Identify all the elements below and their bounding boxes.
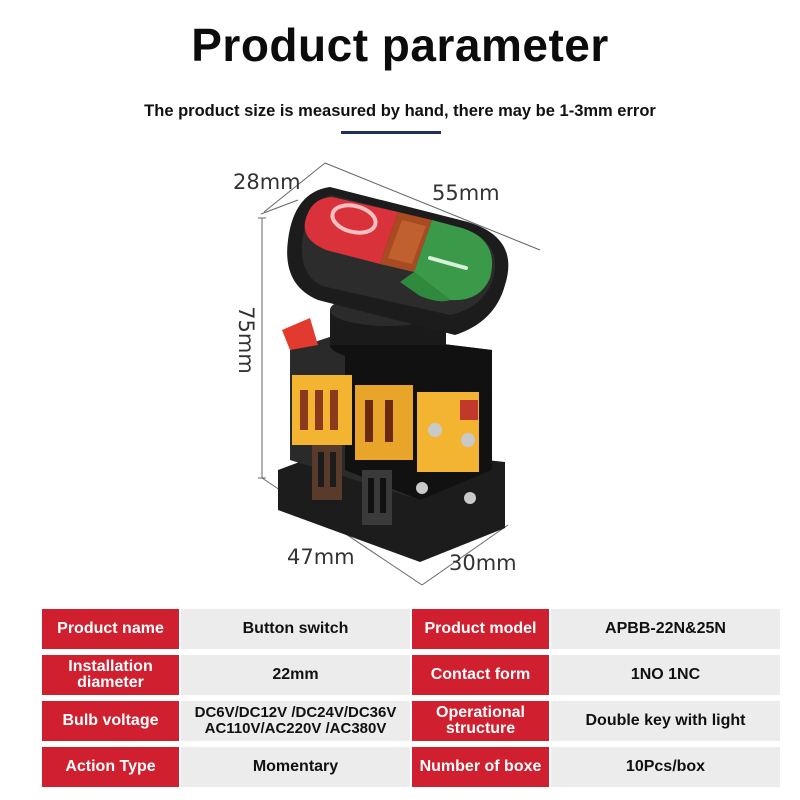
param-label: Action Type (42, 747, 179, 787)
param-label: Operational structure (412, 701, 549, 741)
dimension-base-depth: 30mm (449, 551, 517, 575)
param-value: 1NO 1NC (551, 655, 780, 695)
title-underline (341, 131, 441, 134)
dimension-depth-top: 28mm (233, 170, 301, 194)
param-label: Number of boxe (412, 747, 549, 787)
dimension-height: 75mm (233, 306, 258, 374)
dimension-base-width: 47mm (287, 545, 355, 569)
parameter-table: Product name Button switch Product model… (40, 603, 782, 793)
size-disclaimer: The product size is measured by hand, th… (144, 102, 656, 120)
dimension-width-top: 55mm (432, 181, 500, 205)
table-row: Installation diameter 22mm Contact form … (42, 655, 780, 695)
table-row: Product name Button switch Product model… (42, 609, 780, 649)
product-image (258, 162, 541, 586)
table-row: Action Type Momentary Number of boxe 10P… (42, 747, 780, 787)
param-label: Product model (412, 609, 549, 649)
param-value: Momentary (181, 747, 410, 787)
page-title: Product parameter (191, 19, 609, 71)
param-value: Double key with light (551, 701, 780, 741)
param-value: Button switch (181, 609, 410, 649)
param-label: Installation diameter (42, 655, 179, 695)
param-label: Bulb voltage (42, 701, 179, 741)
indicator-lamp (380, 212, 432, 272)
param-value: DC6V/DC12V /DC24V/DC36V AC110V/AC220V /A… (181, 701, 410, 741)
switch-base (278, 318, 505, 562)
param-value: 22mm (181, 655, 410, 695)
param-value: 10Pcs/box (551, 747, 780, 787)
param-label: Contact form (412, 655, 549, 695)
on-button (400, 220, 493, 302)
off-button (304, 197, 398, 264)
param-value: APBB-22N&25N (551, 609, 780, 649)
param-label: Product name (42, 609, 179, 649)
table-row: Bulb voltage DC6V/DC12V /DC24V/DC36V AC1… (42, 701, 780, 741)
